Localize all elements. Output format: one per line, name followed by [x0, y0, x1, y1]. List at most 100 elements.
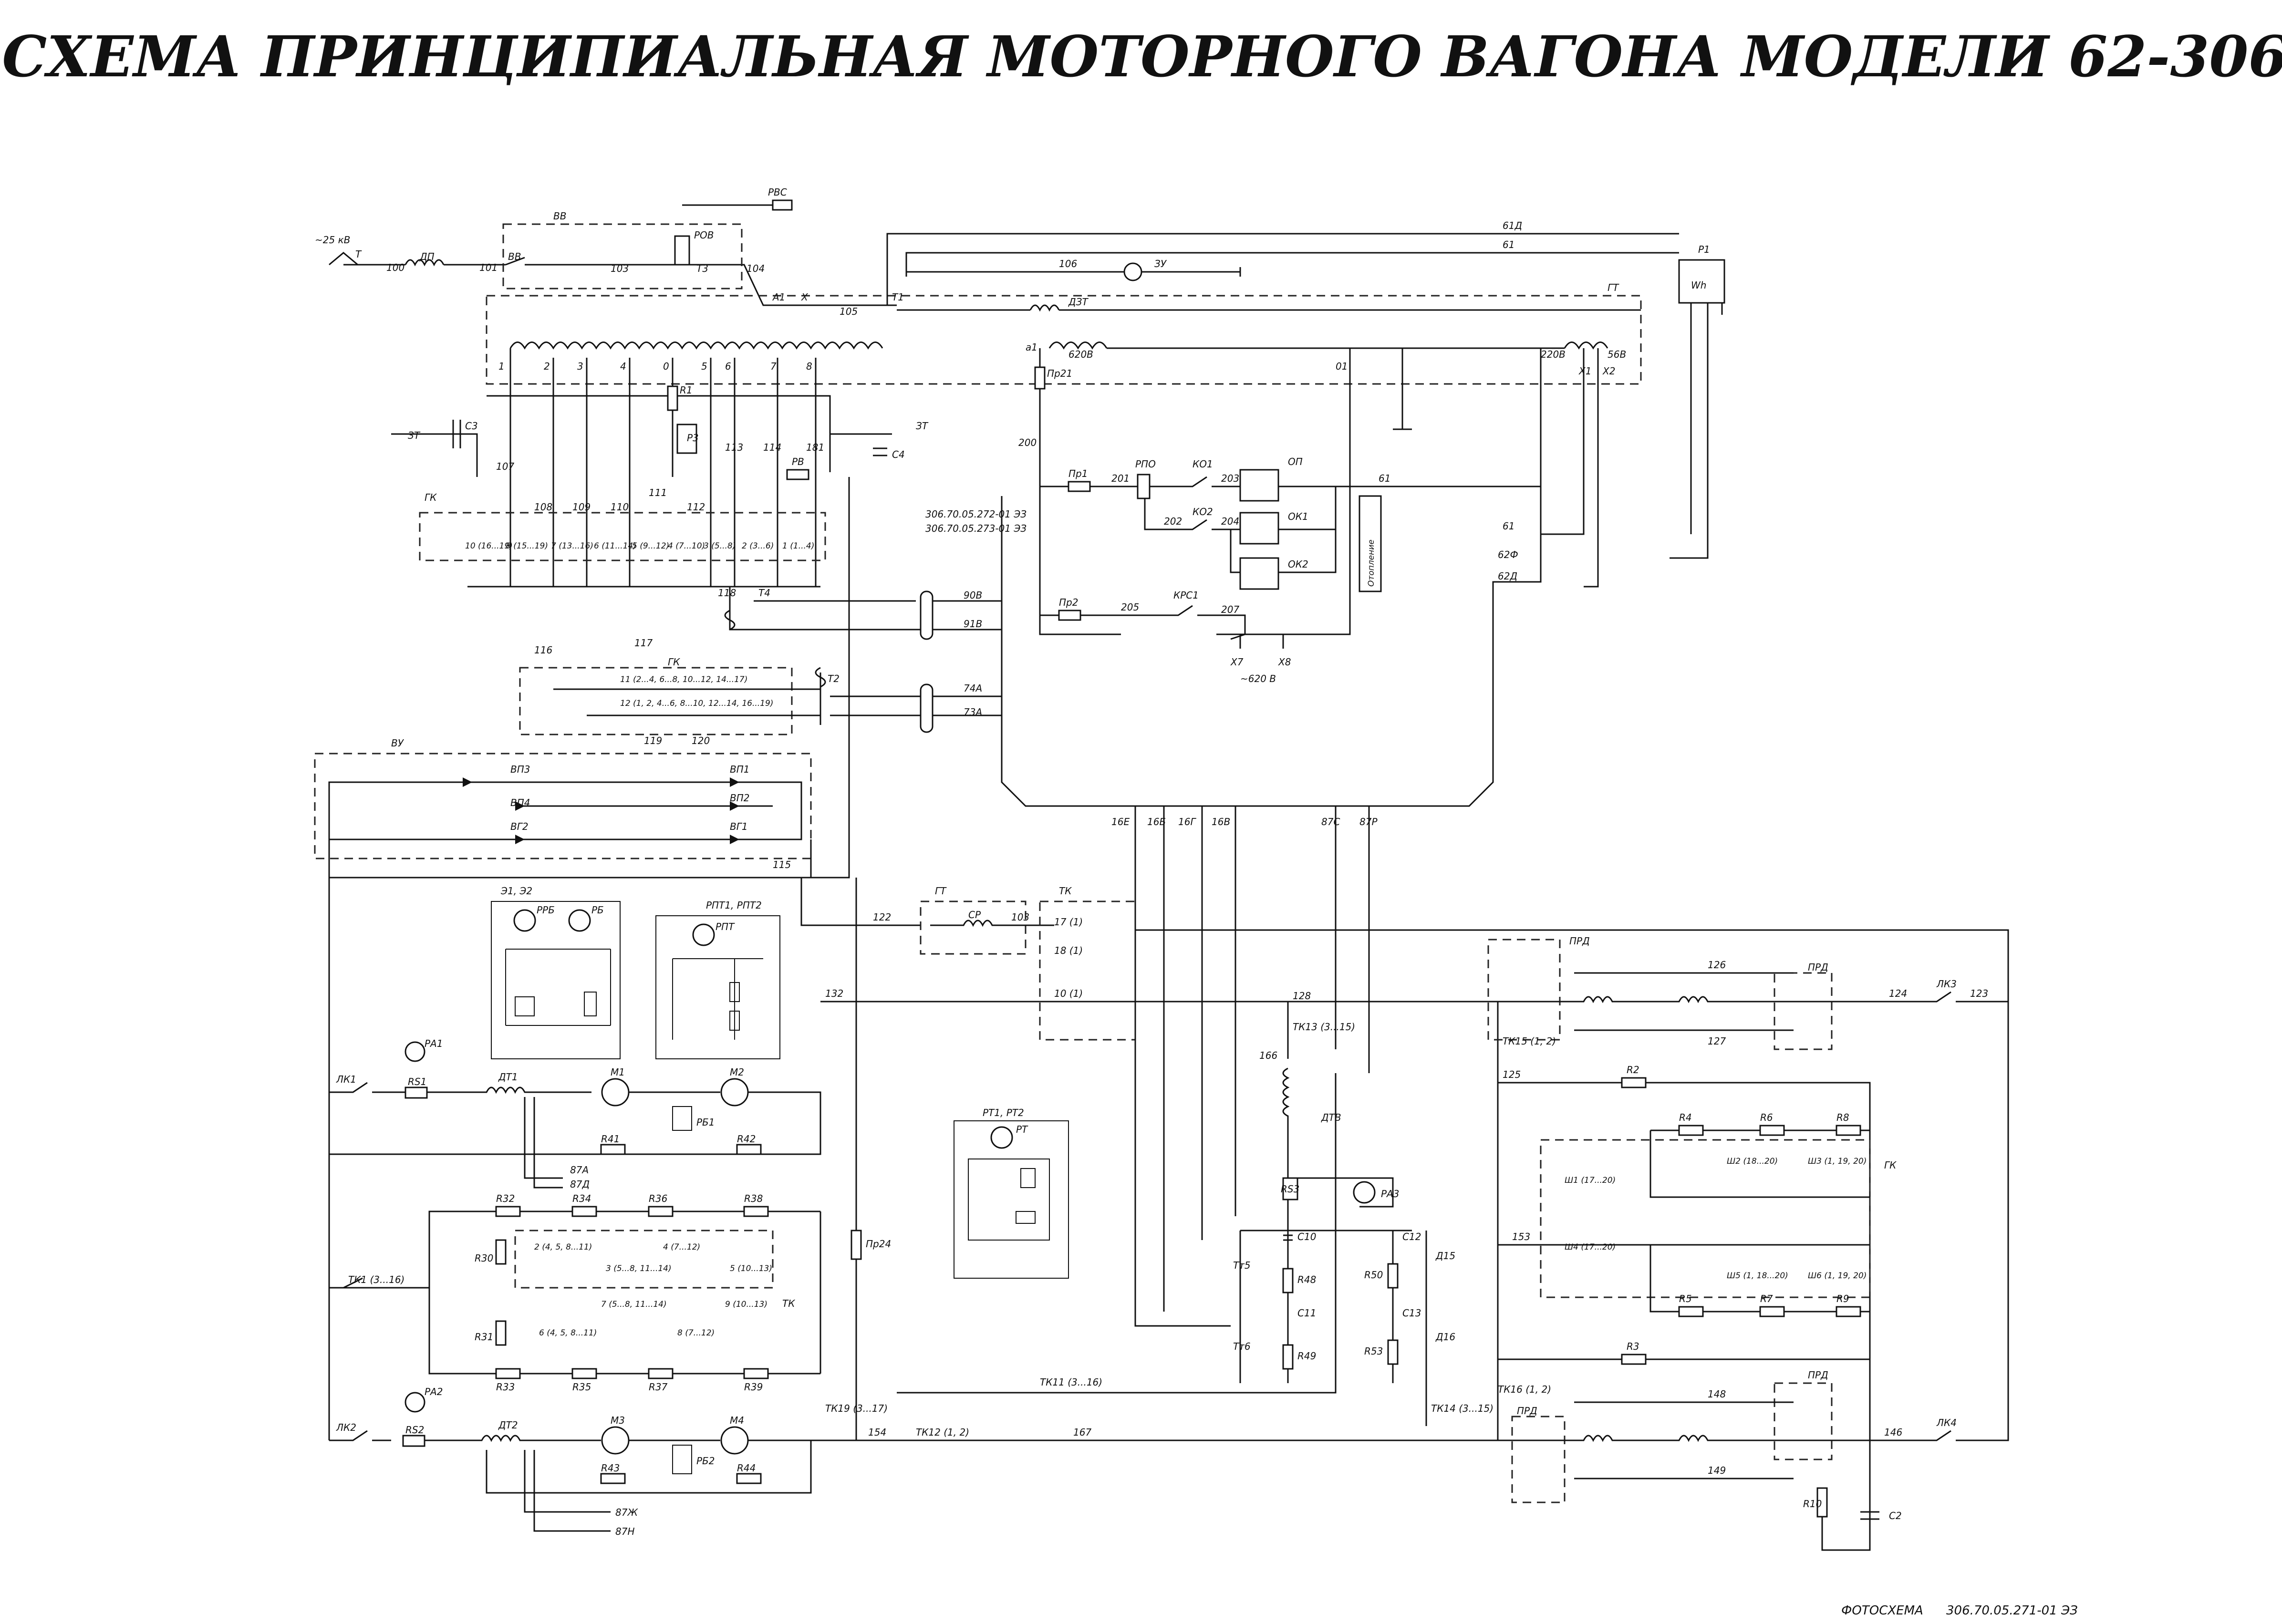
wire-166: 166: [1259, 1050, 1277, 1061]
motor-line-2: ЛК2 RS2 РА2 ДТ2 М3 М4 РБ2 R43 R44 87Ж 87…: [329, 878, 1503, 1537]
ref1-label: 306.70.05.272-01 ЭЗ: [925, 508, 1027, 520]
rpo-label: РПО: [1135, 458, 1156, 470]
fuse-pr1: [1068, 481, 1091, 492]
motor-line-1: ЛК1 RS1 РА1 ДТ1 М1 М2 РБ1 R41 R42 87А 87…: [329, 1038, 821, 1190]
fuse-pr2: [1058, 610, 1081, 621]
gt-name: ГТ: [1608, 282, 1619, 293]
sh4-label: Ш4 (17...20): [1565, 1242, 1616, 1252]
r5-label: R5: [1679, 1293, 1692, 1304]
gt-tap-2: 2: [544, 361, 550, 372]
gk-mid-c11: 11 (2...4, 6...8, 10...12, 14...17): [620, 675, 747, 684]
rt-gauge: [990, 1126, 1013, 1149]
t2-label: Т2: [828, 673, 840, 684]
diode-vp2-label: ВП2: [730, 792, 749, 804]
diode-vg1-label: ВГ1: [730, 821, 748, 832]
sh6-label: Ш6 (1, 19, 20): [1808, 1271, 1867, 1281]
wire-87a: 87А: [570, 1164, 589, 1176]
dtv-column: 16Е 16Б 16Г 16В 87С 87Р 128 ТК13 (3...15…: [868, 806, 1494, 1438]
rpo-relay: [1137, 474, 1151, 499]
wire-87r: 87Р: [1359, 816, 1378, 828]
r44-label: R44: [737, 1462, 756, 1474]
tk19-label: ТК19 (3...17): [825, 1403, 888, 1414]
rb-label: РБ: [591, 904, 604, 916]
c10-label: С10: [1297, 1231, 1316, 1242]
diode-vp4: [515, 801, 525, 811]
motor-m2: [720, 1078, 749, 1107]
rb1-label: РБ1: [696, 1117, 715, 1128]
sh3-label: Ш3 (1, 19, 20): [1808, 1157, 1867, 1166]
ko2-label: КО2: [1193, 506, 1213, 517]
wire-120: 120: [692, 735, 710, 746]
tm5-label: Тт5: [1233, 1260, 1251, 1271]
gt-t1: Т1: [892, 291, 904, 303]
footer-label: ФОТОСХЕМА: [1841, 1603, 1923, 1618]
m2-label: М2: [730, 1066, 744, 1078]
source-line: ~25 кВ Т ДП 100 101: [315, 234, 897, 306]
dtv-label: ДТВ: [1321, 1112, 1341, 1123]
rt-label: РТ: [1016, 1124, 1028, 1135]
r3-right-label: R3: [1627, 1341, 1639, 1352]
motor-m1: [601, 1078, 630, 1107]
gt-tap-3: 3: [577, 361, 583, 372]
r1-label: R1: [680, 384, 693, 396]
wire-87n: 87Н: [615, 1526, 635, 1537]
tk-c17: 17 (1): [1054, 916, 1083, 928]
ok2-label: ОК2: [1288, 559, 1308, 570]
gk-frame-top: [419, 512, 826, 561]
wire-202: 202: [1164, 516, 1182, 527]
relay-panel-e1: Э1, Э2 РРБ РБ: [491, 885, 621, 1059]
tk11-label: ТК11 (3...16): [1040, 1376, 1102, 1388]
footer-code: 306.70.05.271-01 ЭЗ: [1946, 1603, 2078, 1618]
diode-vp4-label: ВП4: [510, 797, 530, 808]
d15-label: Д15: [1435, 1250, 1455, 1262]
wire-74a: 74А: [964, 683, 982, 694]
op-unit: [1239, 469, 1279, 502]
gt-secondary-winding: [1048, 341, 1608, 350]
r37-label: R37: [649, 1381, 668, 1393]
gt-tap-7: 7: [770, 361, 777, 372]
tk12-label: ТК12 (1, 2): [916, 1427, 969, 1438]
rs2-label: RS2: [405, 1424, 424, 1436]
r44-resistor: [736, 1473, 762, 1484]
rpt1-label: РПТ1, РПТ2: [706, 900, 762, 911]
diode-vp3: [463, 777, 472, 787]
r48-label: R49: [1297, 1350, 1316, 1362]
heating-box: [1359, 495, 1382, 592]
aux-61: 61: [1379, 473, 1390, 484]
gk-c3: 3 (5...8): [704, 541, 736, 551]
bus-62f: 62Ф: [1498, 549, 1518, 560]
relay-panel-rpt: РПТ1, РПТ2 РПТ: [655, 900, 780, 1059]
wire-87d: 87Д: [570, 1179, 590, 1190]
bus-61-right: 61: [1503, 520, 1514, 532]
tk15-label: ТК15 (1, 2): [1503, 1035, 1556, 1047]
wire-207: 207: [1221, 604, 1239, 615]
t3-label: Т3: [696, 263, 708, 274]
heating-label: Отопление: [1367, 539, 1376, 587]
tk-top-label: ТК: [1059, 885, 1072, 897]
x8-label: Х8: [1278, 656, 1291, 668]
vu-rectifier: ВУ ВП3 ВП4 ВГ2 ВП1 ВП2 ВГ1 115: [314, 477, 850, 1440]
vv-wire-103: 103: [611, 263, 629, 274]
gt-x: Х: [801, 291, 809, 303]
ko1-label: КО1: [1193, 458, 1213, 470]
wire-113: 113: [725, 442, 743, 453]
rs3-resistor: [1282, 1177, 1298, 1200]
r2-label: R2: [1627, 1064, 1639, 1076]
source-voltage: ~25 кВ: [315, 234, 350, 246]
pr1-label: Пр1: [1068, 468, 1088, 479]
lk3-label: ЛК3: [1936, 978, 1957, 990]
gt-tap-8: 8: [806, 361, 812, 372]
r9-label: R9: [1836, 1293, 1849, 1304]
choke-dp: ДП: [419, 251, 435, 262]
bus-61: 61: [1503, 239, 1514, 250]
rs3-label: RS3: [1281, 1183, 1299, 1195]
c13-label: С13: [1402, 1307, 1421, 1319]
sr-label: СР: [968, 909, 981, 921]
resistor-bank: R32 R34 R36 R38 R33 R35 R37 R39 R30 R31 …: [329, 1193, 821, 1393]
c3-label: С3: [465, 420, 478, 432]
connector-74a: [920, 683, 934, 733]
diode-vp1: [730, 777, 739, 787]
gt-620v: 620В: [1068, 349, 1093, 360]
motor-m4: [720, 1426, 749, 1455]
